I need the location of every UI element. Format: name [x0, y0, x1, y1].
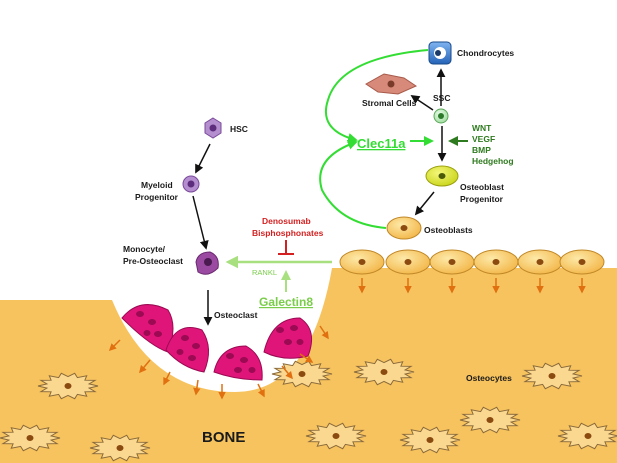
osteocyte-cell — [459, 406, 521, 434]
myeloid-label-line2: Progenitor — [135, 192, 179, 202]
ssc-cell — [433, 108, 449, 124]
osteoblasts-label: Osteoblasts — [424, 225, 473, 235]
clec11a-label: Clec11a — [357, 136, 406, 151]
myeloid-label-line1: Myeloid — [141, 180, 173, 190]
hsc-lineage-arrows — [192, 143, 213, 326]
bone-label: BONE — [202, 429, 245, 446]
osteoblast-progenitor-label-line1: Osteoblast — [460, 182, 504, 192]
osteocyte-cell — [399, 426, 461, 454]
lining-osteoblast — [429, 249, 475, 275]
inhibition-bar — [278, 240, 294, 255]
ssc-lineage-arrows — [410, 68, 447, 216]
lining-osteoblast — [473, 249, 519, 275]
osteoblast-cell — [386, 216, 422, 240]
lining-arrows — [358, 278, 586, 294]
osteoclast-cell — [213, 345, 263, 381]
stromal-cells-label: Stromal Cells — [362, 98, 417, 108]
osteocyte-cell — [521, 362, 583, 390]
stromal-cell — [365, 73, 418, 95]
osteoblast-progenitor-label-line2: Progenitor — [460, 194, 504, 204]
chondrocyte-cell — [428, 41, 452, 65]
lining-osteoblast — [517, 249, 563, 275]
osteocyte-cell — [89, 434, 151, 462]
osteocyte-cell — [353, 358, 415, 386]
ssc-label: SSC — [433, 93, 450, 103]
galectin8-label: Galectin8 — [259, 295, 313, 309]
lining-osteoblast — [559, 249, 605, 275]
clec11a-loop — [319, 49, 434, 229]
chondrocytes-label: Chondrocytes — [457, 48, 514, 58]
osteoblast-progenitor-cell — [425, 165, 459, 187]
osteocyte-cell — [271, 360, 333, 388]
rankl-label: RANKL — [252, 268, 277, 277]
lining-osteoblast — [385, 249, 431, 275]
osteoclast-cell — [121, 304, 174, 353]
denosumab-label: Denosumab — [262, 216, 311, 226]
monocyte-label-line2: Pre-Osteoclast — [123, 256, 183, 266]
signal-label: VEGF — [472, 134, 495, 144]
osteoclasts — [121, 304, 313, 381]
osteoclast-cell — [165, 327, 209, 373]
hsc-label: HSC — [230, 124, 248, 134]
osteocyte-cell — [37, 372, 99, 400]
osteocyte-cell — [557, 422, 617, 450]
osteocyte-cell — [0, 424, 61, 452]
osteocytes — [0, 358, 617, 462]
signal-label: WNT — [472, 123, 492, 133]
osteoclast-label: Osteoclast — [214, 310, 258, 320]
osteocyte-cell — [305, 422, 367, 450]
osteocytes-label: Osteocytes — [466, 373, 512, 383]
labels: HSC Myeloid Progenitor Monocyte/ Pre-Ost… — [123, 48, 514, 446]
lining-osteoblast — [339, 249, 385, 275]
bisphosphonates-label: Bisphosphonates — [252, 228, 324, 238]
monocyte-label-line1: Monocyte/ — [123, 244, 166, 254]
signal-label: BMP — [472, 145, 491, 155]
hsc-cell — [204, 117, 222, 139]
osteoblast-lining — [339, 249, 605, 275]
resorption-arrows — [108, 325, 329, 400]
myeloid-progenitor-cell — [182, 175, 200, 193]
monocyte-cell — [195, 251, 219, 275]
osteoclast-cell — [263, 317, 313, 359]
signal-label: Hedgehog — [472, 156, 514, 166]
